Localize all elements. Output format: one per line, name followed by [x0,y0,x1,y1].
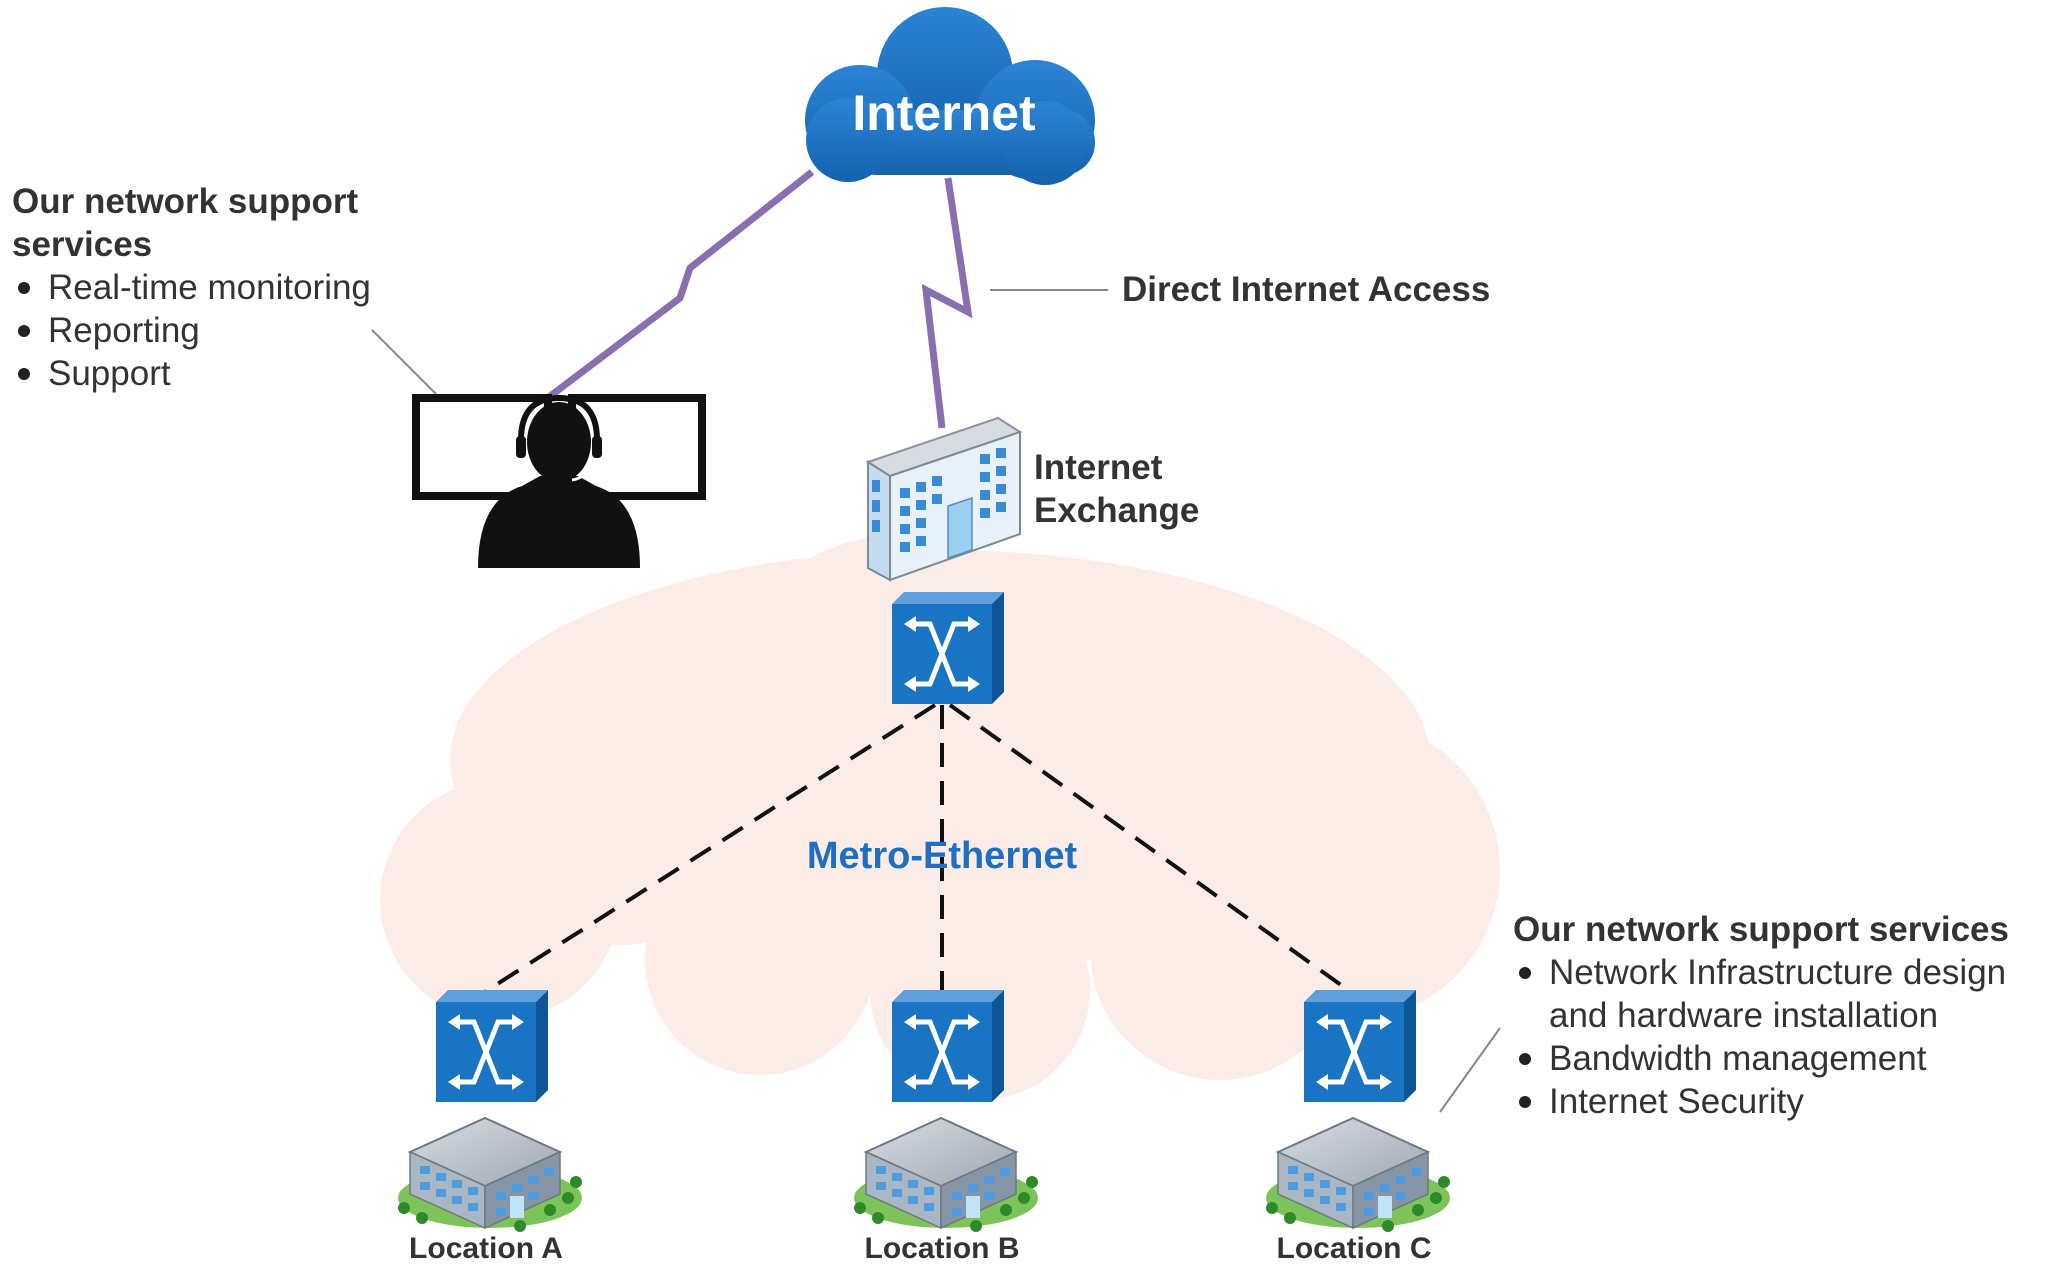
left-callout-connector [371,329,437,395]
link-to-location-c [948,703,1357,997]
exchange-building-icon [865,416,1023,582]
list-item: Bandwidth management [1513,1037,2043,1080]
link-to-location-a [478,703,937,997]
support-operator-icon [412,394,706,568]
list-item: Internet Security [1513,1080,2043,1123]
list-item: Network Infrastructure design [1513,951,2043,994]
right-services-heading: Our network support services [1513,910,2009,949]
list-item: Real-time monitoring [12,266,432,309]
left-services-heading: Our network support services [12,180,432,266]
metro-ethernet-label: Metro-Ethernet [807,835,1078,877]
left-services-heading-line-2: services [12,225,153,264]
office-building-icon-b [853,1117,1039,1233]
internet-cloud [805,7,1095,185]
location-label-c: Location C [1276,1232,1432,1265]
metro-links [478,703,1357,997]
right-services-callout: Our network support services Network Inf… [1513,908,2043,1123]
switch-icon-location-a [436,990,548,1102]
left-services-callout: Our network support services Real-time m… [12,180,432,395]
right-callout-connector [1439,1027,1501,1113]
left-services-heading-line-1: Our network support [12,182,359,221]
office-building-icon-a [397,1117,583,1233]
office-building-icon-c [1265,1117,1451,1233]
location-label-b: Location B [864,1232,1020,1265]
right-services-list: Network Infrastructure design and hardwa… [1513,951,2043,1123]
location-label-a: Location A [409,1232,563,1265]
exchange-label-line-2: Exchange [1034,491,1200,530]
list-item: Reporting [12,309,432,352]
switch-icon-location-b [892,990,1004,1102]
wireless-link-support [542,169,815,403]
list-item: Support [12,352,432,395]
switch-icon-exchange [892,592,1004,704]
direct-access-label: Direct Internet Access [1122,270,1491,309]
list-item-continuation: and hardware installation [1549,996,1939,1035]
left-services-list: Real-time monitoring Reporting Support [12,266,432,395]
exchange-label: Internet Exchange [1034,446,1199,532]
switch-icon-location-c [1304,990,1416,1102]
wireless-link-exchange [921,177,973,429]
internet-label: Internet [852,85,1036,141]
exchange-label-line-1: Internet [1034,448,1163,487]
